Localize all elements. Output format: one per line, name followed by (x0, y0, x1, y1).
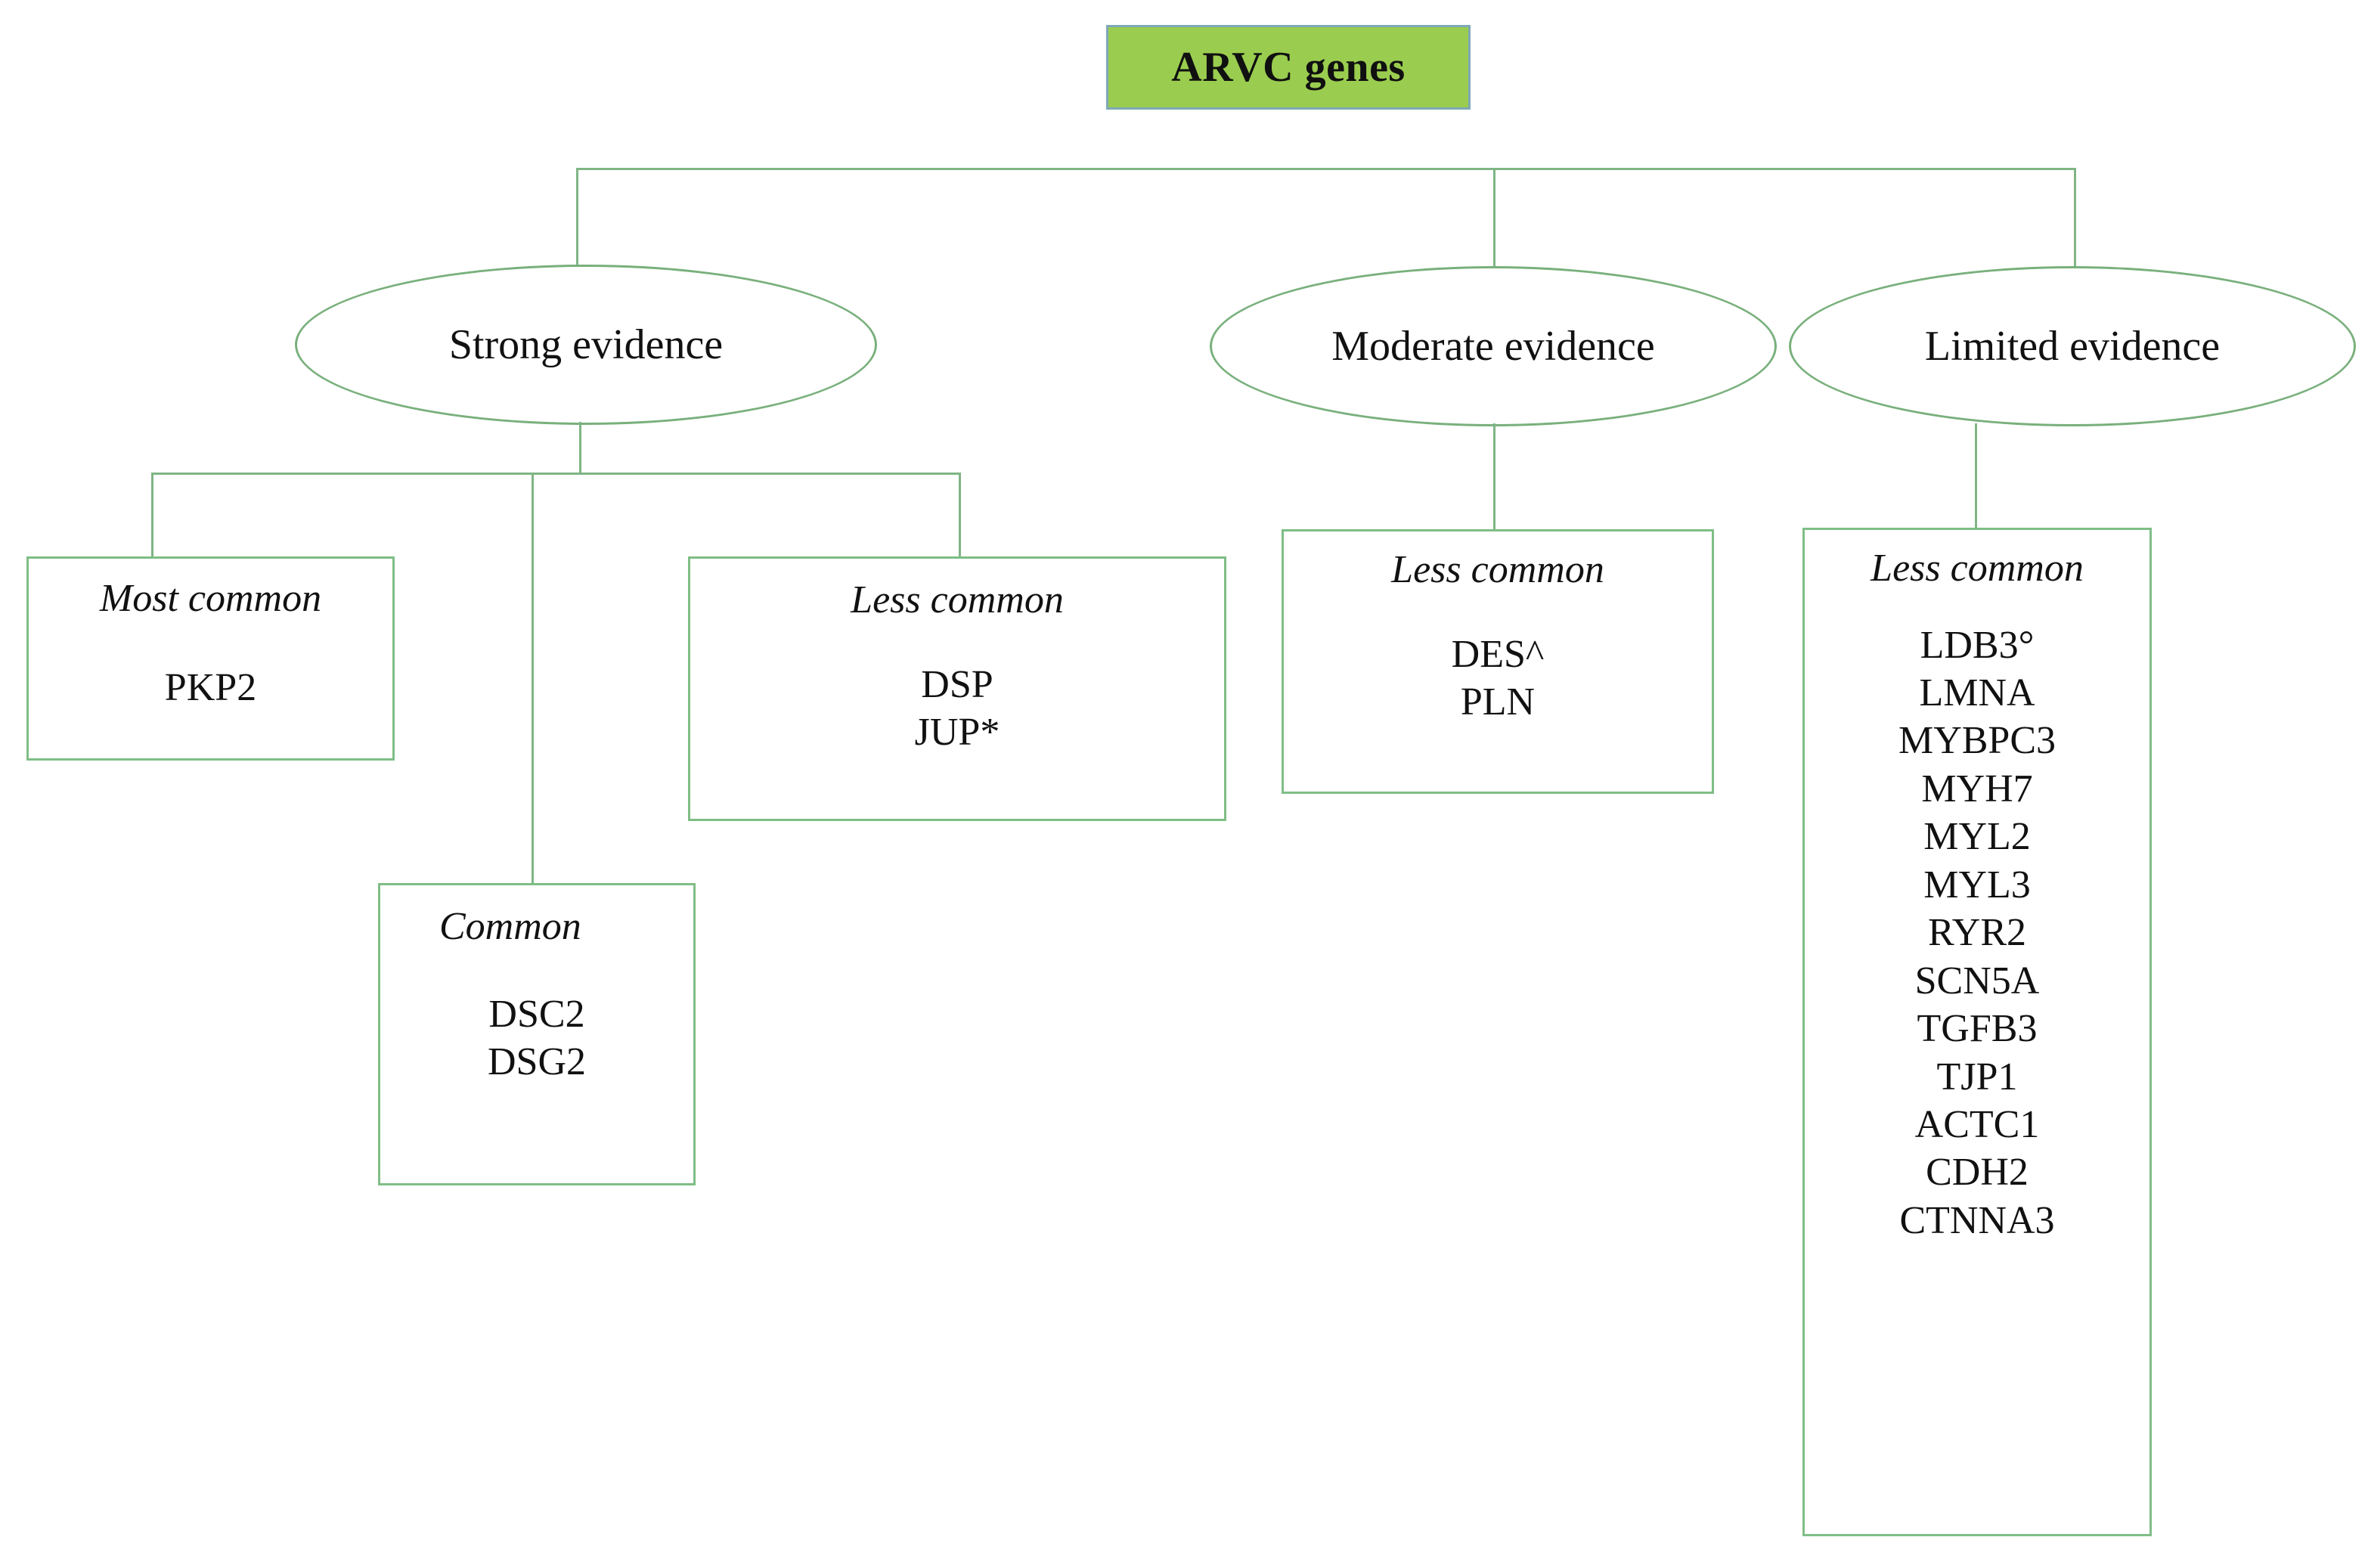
node-moderate-evidence-label: Moderate evidence (1331, 323, 1655, 370)
connector-strong-to-less-common (959, 473, 961, 556)
gene-list-limited-less-common: LDB3° LMNA MYBPC3 MYH7 MYL2 MYL3 RYR2 SC… (1898, 621, 2056, 1245)
connector-strong-to-most-common (151, 473, 153, 556)
node-strong-evidence: Strong evidence (295, 265, 877, 425)
group-box-limited-less-common: Less common LDB3° LMNA MYBPC3 MYH7 MYL2 … (1802, 528, 2152, 1536)
gene-item: SCN5A (1914, 959, 2040, 1002)
gene-list-strong-less-common: DSP JUP* (915, 661, 1000, 757)
gene-item: DSG2 (487, 1040, 587, 1084)
node-limited-evidence-label: Limited evidence (1924, 323, 2221, 370)
gene-item: DSP (921, 662, 993, 706)
gene-item: DSC2 (488, 992, 585, 1036)
connector-root-to-limited (2074, 168, 2076, 266)
connector-limited-to-less-common (1975, 423, 1977, 528)
gene-item: ACTC1 (1914, 1102, 2040, 1146)
connector-strong-stem (579, 422, 581, 475)
gene-item: MYL3 (1923, 863, 2031, 906)
root-node-label: ARVC genes (1171, 44, 1406, 91)
node-moderate-evidence: Moderate evidence (1210, 266, 1777, 426)
group-title-limited-less-common: Less common (1871, 547, 2084, 590)
gene-item: MYL2 (1923, 815, 2031, 859)
gene-list-most-common: PKP2 (165, 664, 256, 711)
gene-item: RYR2 (1927, 911, 2027, 955)
gene-item: LDB3° (1920, 623, 2035, 667)
group-box-common: Common DSC2 DSG2 (378, 883, 696, 1185)
group-title-moderate-less-common: Less common (1391, 548, 1604, 591)
gene-item: LMNA (1919, 671, 2035, 715)
node-limited-evidence: Limited evidence (1789, 266, 2356, 426)
gene-item: DES^ (1451, 632, 1545, 676)
group-box-moderate-less-common: Less common DES^ PLN (1282, 529, 1714, 794)
group-title-common: Common (439, 905, 581, 948)
gene-item: TJP1 (1936, 1055, 2018, 1099)
connector-strong-to-common (532, 473, 534, 883)
connector-strong-bus (151, 473, 959, 475)
gene-list-moderate-less-common: DES^ PLN (1452, 631, 1545, 727)
root-node-arvc-genes: ARVC genes (1106, 25, 1471, 110)
gene-item: PLN (1460, 680, 1536, 724)
node-strong-evidence-label: Strong evidence (448, 321, 724, 368)
gene-list-common: DSC2 DSG2 (488, 990, 586, 1086)
connector-moderate-to-less-common (1493, 423, 1495, 529)
gene-item: TGFB3 (1917, 1007, 2038, 1051)
gene-item: JUP* (914, 711, 1000, 755)
group-box-most-common: Most common PKP2 (26, 556, 395, 761)
group-title-most-common: Most common (99, 577, 322, 620)
gene-item: CTNNA3 (1899, 1198, 2055, 1242)
gene-item: MYH7 (1921, 767, 2033, 810)
gene-item: MYBPC3 (1898, 719, 2057, 763)
connector-root-to-moderate (1493, 168, 1495, 266)
connector-root-bus (576, 168, 2074, 170)
gene-item: CDH2 (1926, 1151, 2029, 1195)
connector-root-to-strong (576, 168, 578, 266)
group-title-strong-less-common: Less common (851, 578, 1064, 621)
gene-item: PKP2 (164, 665, 257, 709)
group-box-strong-less-common: Less common DSP JUP* (688, 556, 1226, 821)
